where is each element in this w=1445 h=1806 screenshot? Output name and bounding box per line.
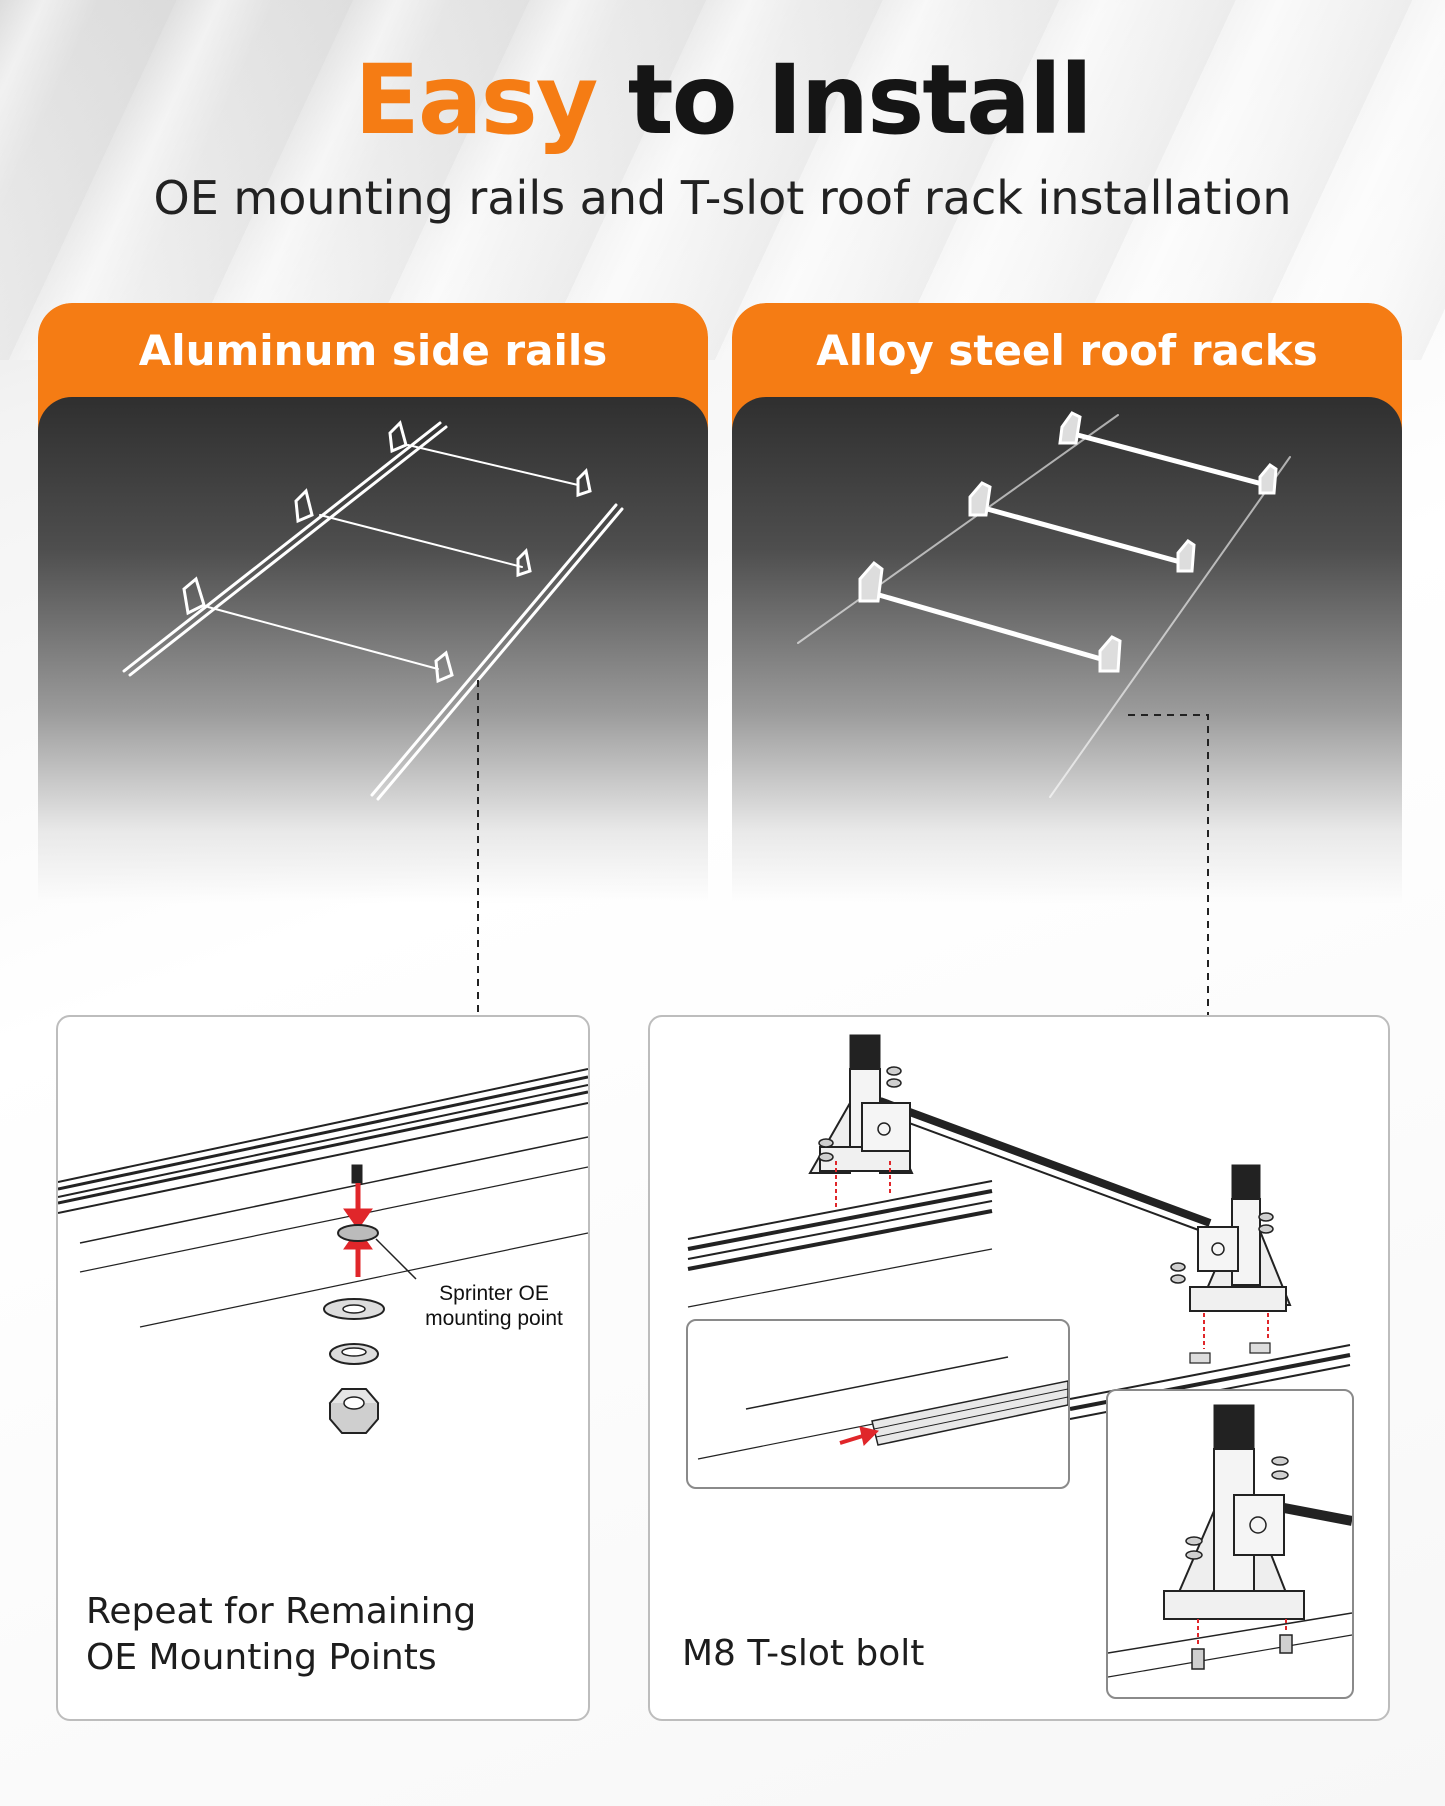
panel-aluminum-side-rails: Aluminum side rails [38,303,708,903]
oe-mounting-diagram-icon [58,1068,588,1434]
t-slot-channel-icon [697,1356,1068,1460]
panel-illustration-area [732,397,1402,903]
side-rails-illustration-icon [122,420,624,801]
t-slot-bolt-diagram-icon [687,1034,1351,1420]
panel-title: Alloy steel roof racks [816,326,1318,375]
title-rest: to Install [627,44,1093,156]
page-subtitle: OE mounting rails and T-slot roof rack i… [153,171,1292,225]
caption-line: OE Mounting Points [86,1637,437,1678]
card-caption: M8 T-slot bolt [682,1633,925,1674]
callout-line: mounting point [425,1307,563,1330]
callout-sprinter-oe: Sprinter OE mounting point [394,1281,588,1331]
title-accent-word: Easy [354,44,598,156]
card-m8-t-slot-bolt: M8 T-slot bolt [648,1015,1390,1721]
panel-title: Aluminum side rails [138,326,608,375]
roof-rack-illustration-icon [797,411,1291,798]
page-title: Easy to Install [0,40,1445,160]
callout-line: Sprinter OE [439,1282,549,1305]
panel-illustration-area [38,397,708,903]
panel-alloy-steel-roof-racks: Alloy steel roof racks [732,303,1402,903]
card-oe-mounting-points: Sprinter OE mounting point Repeat for Re… [56,1015,590,1721]
inset-foot-close-up [1106,1389,1354,1699]
inset-t-slot-channel [686,1319,1070,1489]
card-caption: Repeat for Remaining OE Mounting Points [86,1589,476,1681]
foot-close-up-icon [1108,1404,1352,1678]
caption-line: Repeat for Remaining [86,1591,477,1632]
